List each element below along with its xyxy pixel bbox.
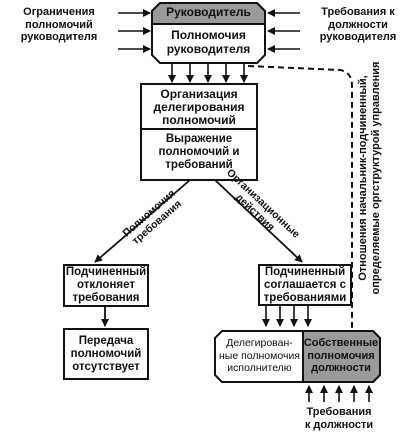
delegated-powers-text: Делегирован- ные полномочия исполнителю [218,337,300,374]
accept-down-arrows [262,306,312,327]
right-input-arrows [267,9,300,53]
powers-requirements-expression: Выражение полномочий и требований [158,133,240,171]
left-input-arrows [118,9,151,53]
subordinate-accepts-box: Подчиненный соглашается с требованиями [258,264,352,306]
left-branch-line [94,179,191,263]
relations-vertical-label: Отношения начальник-подчиненный, определ… [357,61,382,295]
job-requirements-label: Требования к должности [304,406,374,431]
relations-dashed-line [247,65,353,330]
subordinate-rejects-box: Подчиненный отклоняет требования [63,264,149,307]
right-branch-line [214,179,303,263]
center-block-outline [140,83,258,181]
leader-header-fill [151,2,266,25]
own-powers-text: Собственные полномочия должности [303,337,379,374]
leader-header: Руководитель [166,5,251,19]
top-to-center-arrows [168,64,248,83]
no-transfer-box: Передача полномочий отсутствует [63,328,149,380]
bottom-up-arrows [305,385,373,402]
leader-limits-label: Ограничения полномочий руководителя [20,6,98,43]
delegation-organization: Организация делегирования полномочий [153,87,245,127]
own-powers-fill [302,330,381,383]
leader-requirements-label: Требования к должности руководителя [319,6,397,43]
leader-powers: Полномочия руководителя [166,28,251,56]
